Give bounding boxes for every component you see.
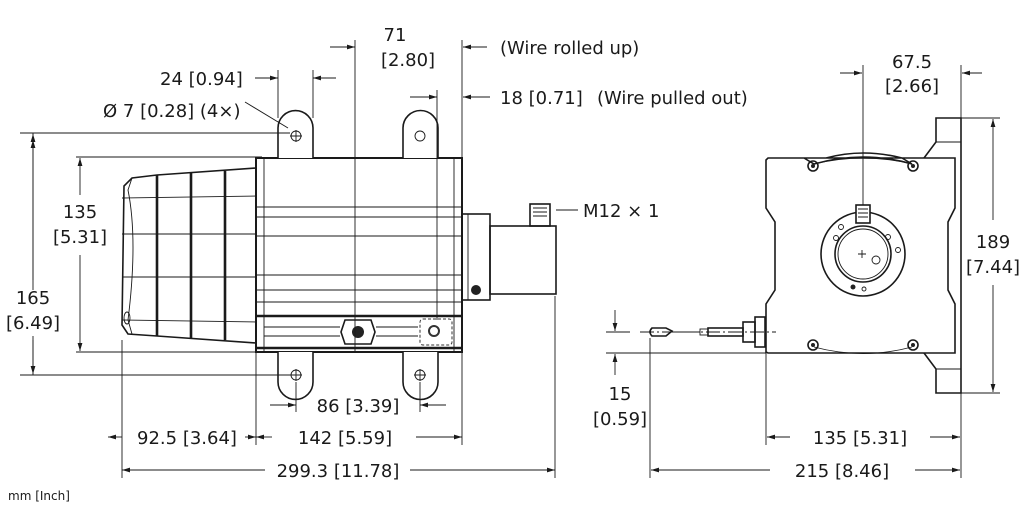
dim-18: 18 [0.71] xyxy=(500,88,583,109)
dim-165-mm: 165 xyxy=(16,288,50,309)
dim-15-inch: [0.59] xyxy=(593,409,647,430)
mounting-lugs xyxy=(277,109,439,401)
dim-215: 215 [8.46] xyxy=(795,461,889,482)
side-dimension-lines xyxy=(20,40,578,478)
dim-86: 86 [3.39] xyxy=(317,396,400,417)
front-dimension-lines xyxy=(606,65,1000,478)
dim-92-5: 92.5 [3.64] xyxy=(137,428,237,449)
dim-18-note: (Wire pulled out) xyxy=(597,88,748,109)
front-view: 67.5 [2.66] 189 [7.44] 15 [0.59] 135 [5.… xyxy=(593,52,1020,482)
wire-drum-cover xyxy=(121,167,257,344)
m12-connector xyxy=(529,203,551,227)
dim-71-note: (Wire rolled up) xyxy=(500,38,639,59)
ce-mark-icon xyxy=(428,325,440,337)
side-view: 71 [2.80] (Wire rolled up) 18 [0.71] (Wi… xyxy=(6,25,748,482)
dim-189-mm: 189 xyxy=(976,232,1010,253)
dim-299-3: 299.3 [11.78] xyxy=(277,461,400,482)
dim-135-inch: [5.31] xyxy=(53,227,107,248)
measuring-wire xyxy=(640,316,776,348)
dim-189-inch: [7.44] xyxy=(966,257,1020,278)
dim-135-front: 135 [5.31] xyxy=(813,428,907,449)
hole-callout: Ø 7 [0.28] (4×) xyxy=(103,101,241,122)
connector-label: M12 × 1 xyxy=(583,201,659,222)
dim-142: 142 [5.59] xyxy=(298,428,392,449)
dim-165-inch: [6.49] xyxy=(6,313,60,334)
dim-15-mm: 15 xyxy=(609,384,632,405)
encoder-unit xyxy=(461,203,557,301)
dim-71-inch: [2.80] xyxy=(381,50,435,71)
front-housing xyxy=(765,117,962,394)
dim-67-5-mm: 67.5 xyxy=(892,52,932,73)
dim-71-mm: 71 xyxy=(384,25,407,46)
housing-body xyxy=(255,157,463,353)
dim-67-5-inch: [2.66] xyxy=(885,76,939,97)
dim-24: 24 [0.94] xyxy=(160,69,243,90)
dim-135-mm: 135 xyxy=(63,202,97,223)
units-note: mm [Inch] xyxy=(8,489,70,503)
